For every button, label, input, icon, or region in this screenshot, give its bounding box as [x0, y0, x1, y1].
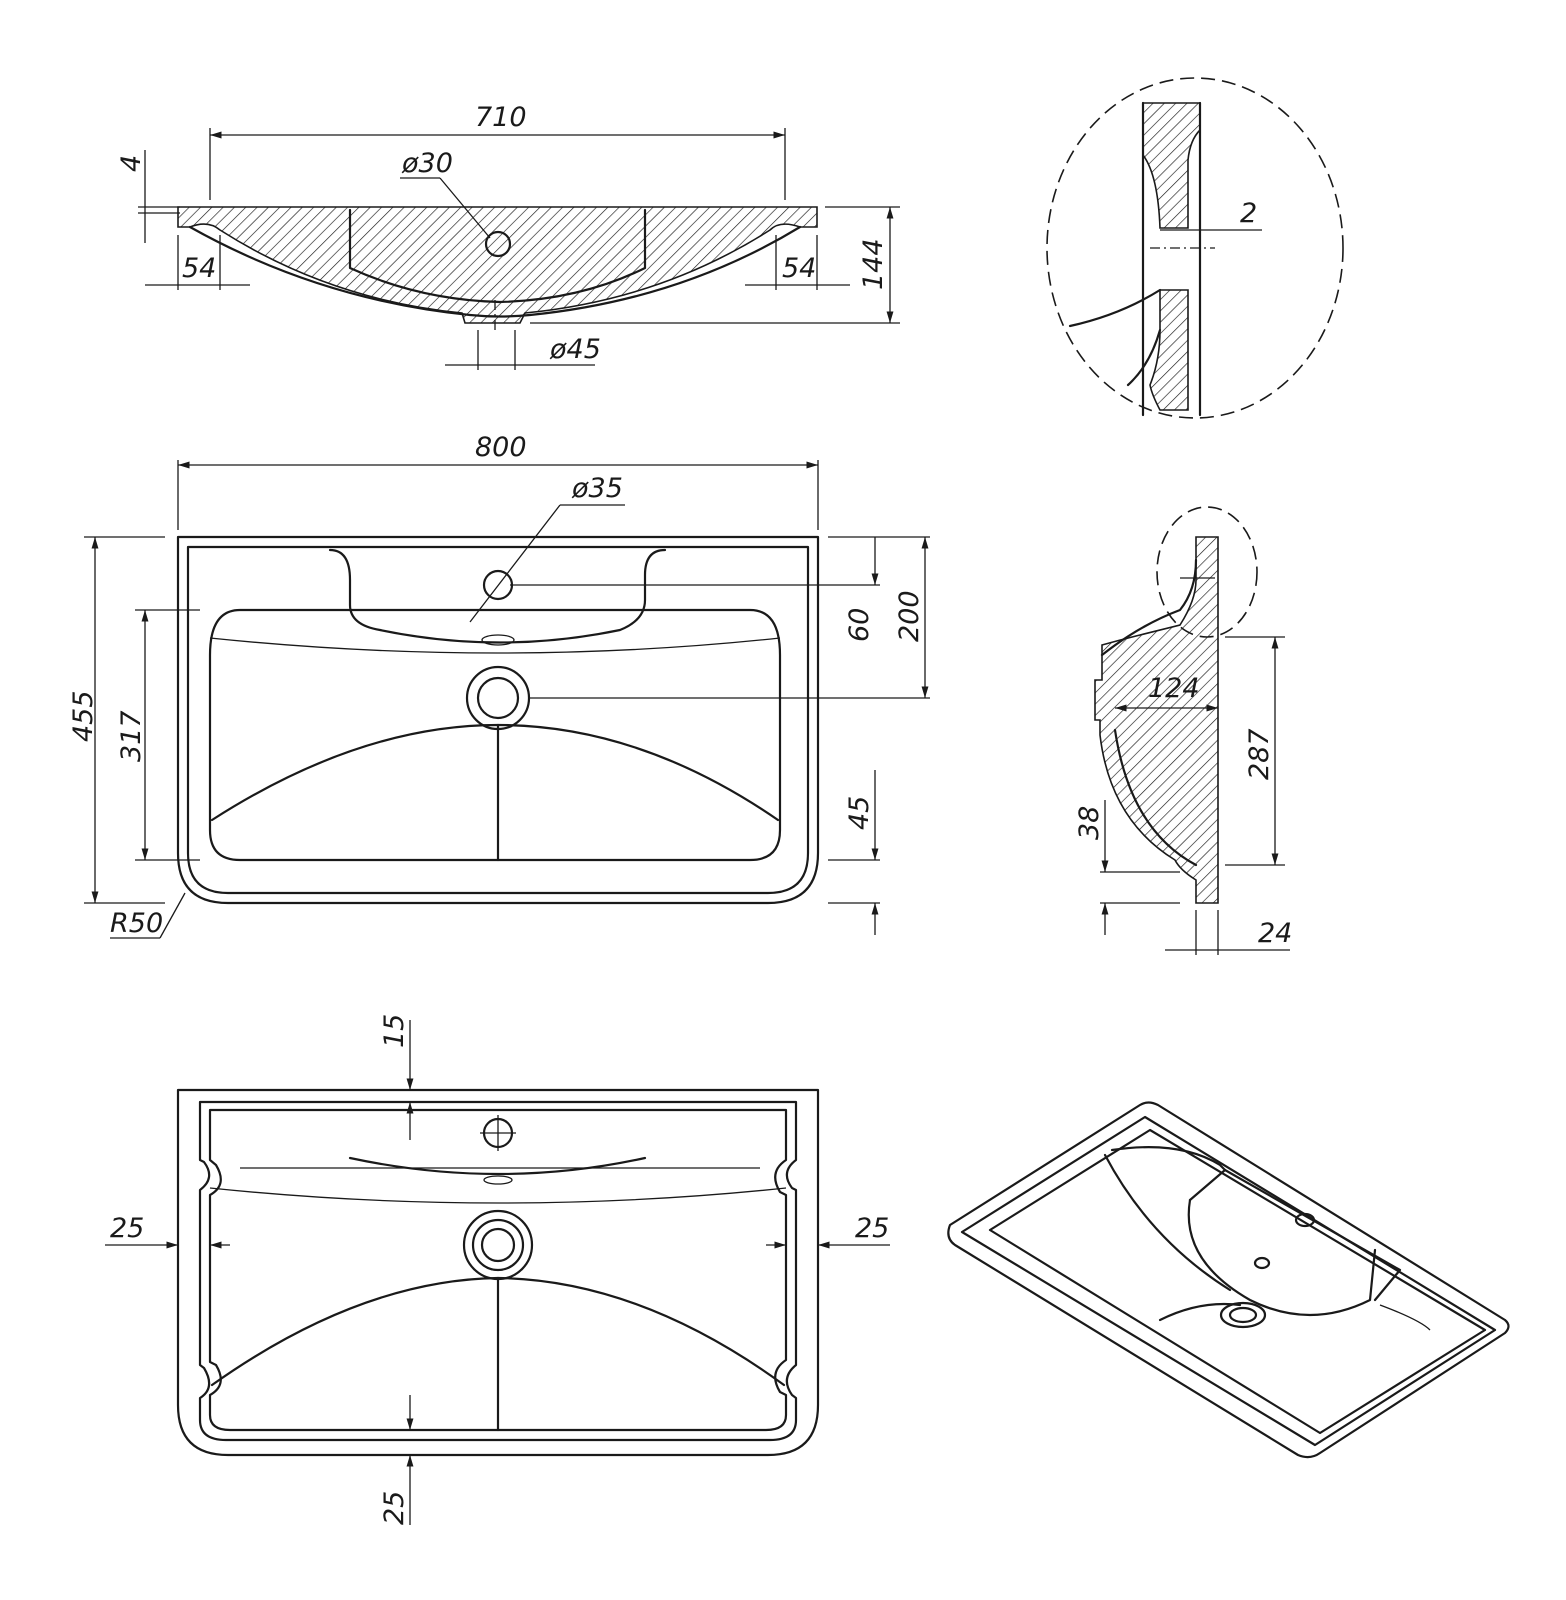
dim-4: 4: [116, 155, 147, 172]
dim-144: 144: [858, 238, 889, 290]
dim-15: 15: [379, 1014, 410, 1048]
dim-dia-35: ø35: [571, 473, 623, 504]
dim-317: 317: [116, 710, 147, 762]
side-section-view: 124 287 38 24: [1074, 506, 1292, 955]
dim-124: 124: [1148, 673, 1200, 704]
bottom-view: 15 25 25 25: [105, 1014, 890, 1525]
dim-60: 60: [844, 608, 875, 642]
dim-287: 287: [1244, 728, 1275, 780]
dim-200: 200: [894, 590, 925, 642]
dim-dia-45: ø45: [549, 334, 601, 365]
dim-25-left: 25: [110, 1213, 144, 1244]
plan-view: 800 ø35 455 317 60 200 45 R50: [68, 432, 930, 939]
dim-2: 2: [1240, 198, 1257, 229]
dim-455: 455: [68, 690, 99, 742]
dim-54-left: 54: [182, 253, 216, 284]
dim-54-right: 54: [782, 253, 816, 284]
dim-38: 38: [1074, 806, 1105, 840]
front-section-view: 710 ø30 4 54 54 144 ø45: [116, 102, 900, 370]
dim-25-right: 25: [855, 1213, 889, 1244]
dim-710: 710: [475, 102, 527, 133]
isometric-view: [947, 1101, 1510, 1459]
dim-25-bottom: 25: [379, 1491, 410, 1525]
dim-r50: R50: [110, 908, 163, 939]
detail-view: 2: [1046, 77, 1344, 419]
dim-24: 24: [1258, 918, 1292, 949]
dim-dia-30: ø30: [401, 148, 453, 179]
dim-800: 800: [475, 432, 527, 463]
dim-45: 45: [844, 796, 875, 830]
